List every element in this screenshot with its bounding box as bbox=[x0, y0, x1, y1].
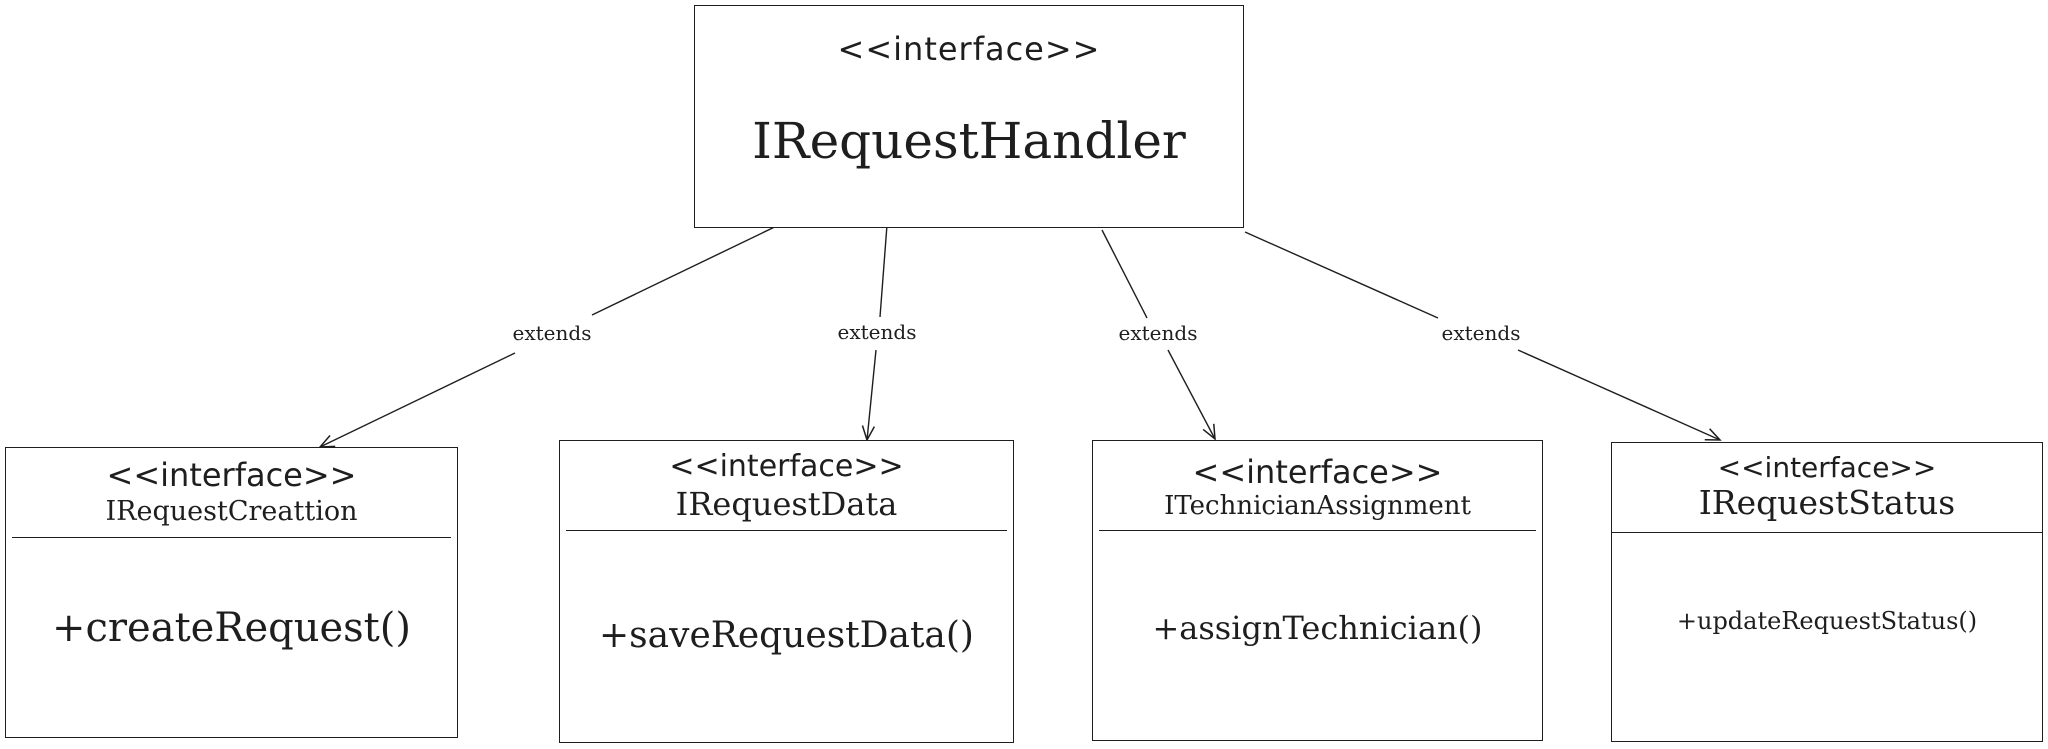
compartment-divider bbox=[1099, 530, 1536, 531]
interface-name: ITechnicianAssignment bbox=[1164, 491, 1471, 521]
stereotype-label: <<interface>> bbox=[837, 30, 1101, 68]
interface-name: IRequestHandler bbox=[752, 112, 1186, 170]
edge-label-background bbox=[1437, 319, 1525, 347]
stereotype-label: <<interface>> bbox=[1717, 451, 1937, 484]
method-signature: +updateRequestStatus() bbox=[1676, 607, 1978, 635]
edge-label-background bbox=[508, 319, 596, 347]
interface-name: IRequestData bbox=[675, 485, 898, 523]
interface-box-itechnicianassignment: <<interface>> ITechnicianAssignment +ass… bbox=[1092, 440, 1543, 741]
compartment-divider bbox=[566, 530, 1007, 531]
interface-name: IRequestStatus bbox=[1698, 483, 1956, 522]
edge-label-extends: extends bbox=[838, 320, 917, 344]
extends-edge-technician: extends bbox=[1101, 229, 1216, 441]
interface-box-irequeststatus: <<interface>> IRequestStatus +updateRequ… bbox=[1611, 442, 2043, 742]
edge-label-extends: extends bbox=[1119, 321, 1198, 345]
edge-label-background bbox=[1114, 319, 1202, 347]
compartment-divider bbox=[1612, 532, 2042, 533]
interface-box-irequesthandler: <<interface>> IRequestHandler bbox=[694, 5, 1244, 228]
method-signature: +createRequest() bbox=[52, 605, 411, 651]
extends-edge-creation: extends bbox=[318, 221, 786, 448]
extends-edge-status: extends bbox=[1244, 231, 1722, 441]
interface-box-irequestdata: <<interface>> IRequestData +saveRequestD… bbox=[559, 440, 1014, 743]
edge-label-extends: extends bbox=[513, 321, 592, 345]
method-signature: +saveRequestData() bbox=[599, 615, 974, 656]
interface-name: IRequestCreattion bbox=[105, 496, 358, 527]
edge-label-background bbox=[833, 318, 921, 346]
compartment-divider bbox=[12, 537, 451, 538]
stereotype-label: <<interface>> bbox=[669, 449, 904, 484]
edge-label-extends: extends bbox=[1442, 321, 1521, 345]
interface-box-irequestcreattion: <<interface>> IRequestCreattion +createR… bbox=[5, 447, 458, 738]
method-signature: +assignTechnician() bbox=[1152, 609, 1483, 647]
extends-edge-data: extends bbox=[833, 224, 921, 442]
stereotype-label: <<interface>> bbox=[106, 456, 357, 494]
stereotype-label: <<interface>> bbox=[1192, 453, 1443, 491]
